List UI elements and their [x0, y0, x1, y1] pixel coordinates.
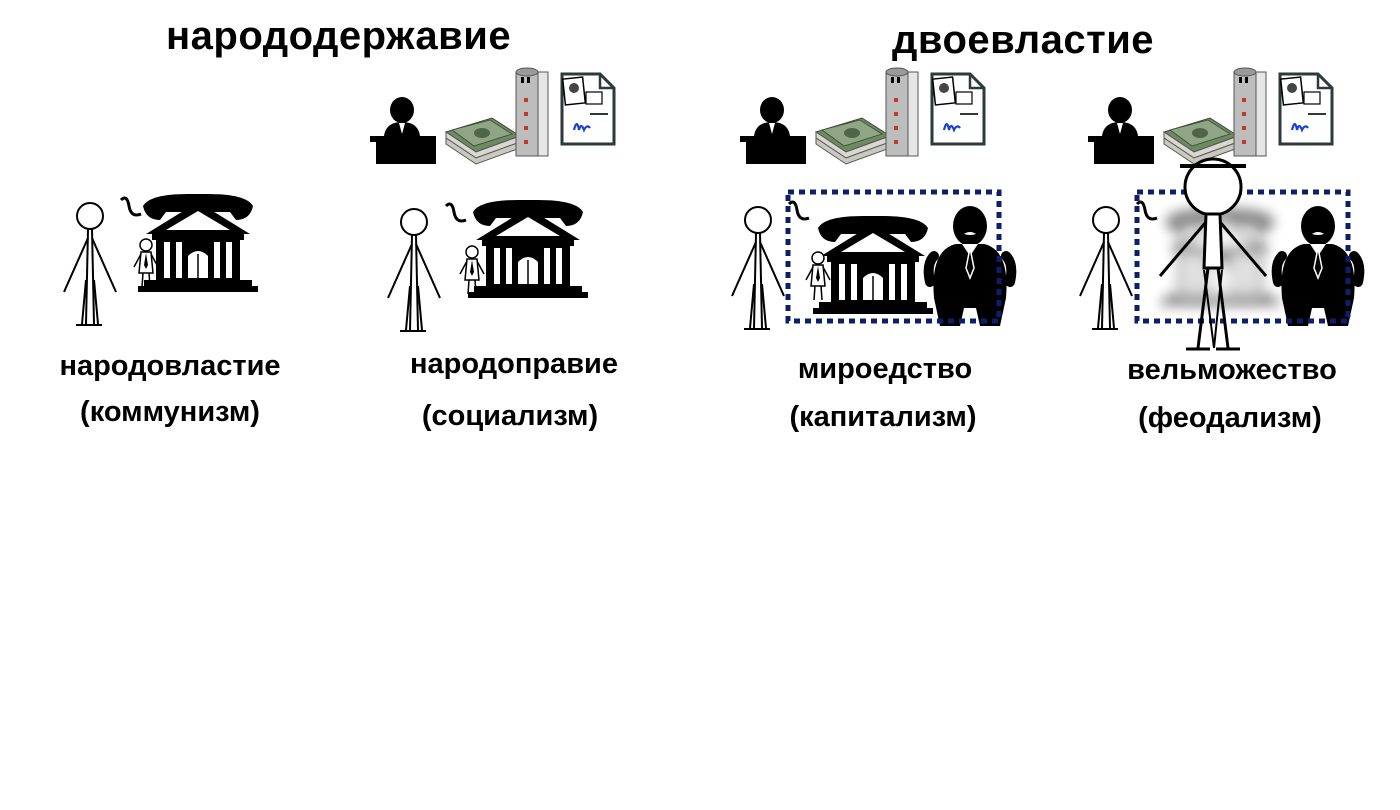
- captured-state-frame: [785, 189, 1002, 324]
- heading-dvoevlastie: двоевластие: [892, 18, 1155, 62]
- phone-government-icon: [467, 199, 589, 299]
- panel-4-illustration: [1079, 68, 1359, 351]
- panel-2-title: народоправие: [410, 348, 618, 380]
- phone-government-icon: [137, 193, 259, 293]
- citizen-figure: [731, 206, 785, 330]
- officials-tools-icon: [740, 68, 984, 164]
- speech-squiggle-icon: [119, 196, 143, 217]
- panel-1-illustration: [63, 193, 259, 326]
- panel-1-subtitle: (коммунизм): [80, 396, 260, 428]
- captured-state-frame: [1134, 189, 1351, 324]
- panel-3-illustration: [731, 68, 1011, 330]
- speech-squiggle-icon: [444, 202, 468, 223]
- officials-tools-icon: [1088, 68, 1332, 164]
- panel-4-title: вельможество: [1127, 354, 1337, 386]
- citizen-figure: [1079, 206, 1133, 330]
- panel-3-subtitle: (капитализм): [789, 401, 977, 433]
- panel-1-title: народовластие: [59, 350, 281, 382]
- citizen-figure: [387, 208, 441, 332]
- panel-4-subtitle: (феодализм): [1138, 402, 1322, 434]
- official-small-figure: [133, 238, 159, 288]
- panel-2-illustration: [370, 68, 614, 332]
- phone-government-icon: [812, 215, 934, 315]
- panel-3-title: мироедство: [797, 353, 973, 385]
- lord-figure: [1158, 157, 1268, 351]
- citizen-figure: [63, 202, 117, 326]
- panel-2-subtitle: (социализм): [421, 400, 599, 432]
- speech-squiggle-icon: [1135, 200, 1159, 221]
- speech-squiggle-icon: [787, 200, 811, 221]
- heading-narododerzhavie: народодержавие: [166, 14, 512, 58]
- officials-tools-icon: [370, 68, 614, 164]
- official-small-figure: [805, 251, 831, 301]
